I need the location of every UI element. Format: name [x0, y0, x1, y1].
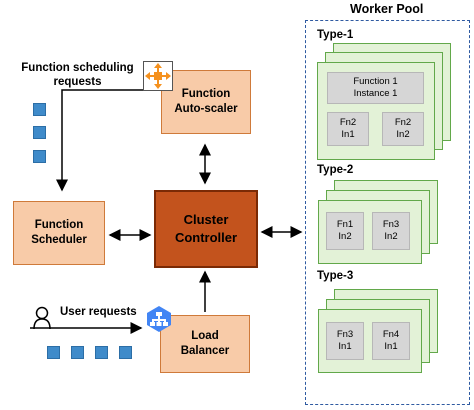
function-instance-box: Fn2 In2 [382, 112, 424, 146]
function-instance-box: Fn4 In1 [372, 322, 410, 360]
function-instance-box: Fn3 In1 [326, 322, 364, 360]
worker-pool [305, 20, 470, 405]
request-square [33, 150, 46, 163]
request-square [119, 346, 132, 359]
type-1-label: Type-1 [317, 29, 354, 41]
autoscaler-icon [143, 61, 173, 91]
request-square [71, 346, 84, 359]
request-square [33, 126, 46, 139]
worker-pool-title: Worker Pool [350, 2, 424, 16]
request-square [33, 103, 46, 116]
function-instance-box: Fn3 In2 [372, 212, 410, 250]
function-instance-box: Fn2 In1 [327, 112, 369, 146]
arrow-requests-to-scheduler [56, 89, 143, 192]
scheduling-requests-label: Function scheduling requests [21, 62, 134, 88]
cluster-controller: Cluster Controller [154, 190, 258, 268]
function-instance-box: Function 1 Instance 1 [327, 72, 424, 104]
function-autoscaler: Function Auto-scaler [161, 70, 251, 134]
load-balancer: Load Balancer [160, 315, 250, 373]
request-square [95, 346, 108, 359]
type-3-label: Type-3 [317, 270, 354, 282]
function-instance-box: Fn1 In2 [326, 212, 364, 250]
user-icon [32, 306, 52, 330]
load-balancer-icon [145, 305, 173, 333]
request-square [47, 346, 60, 359]
user-requests-label: User requests [60, 306, 137, 318]
function-scheduler: Function Scheduler [13, 201, 105, 265]
type-2-label: Type-2 [317, 164, 354, 176]
